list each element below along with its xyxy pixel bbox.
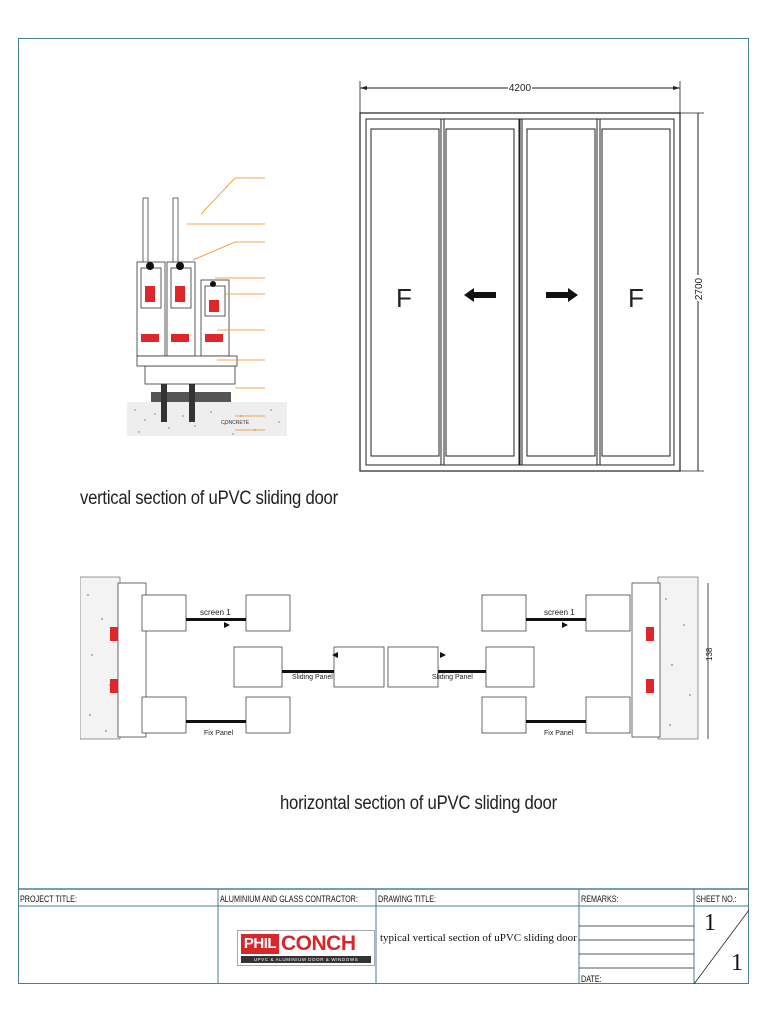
logo-phil: PHIL [241,934,279,954]
philconch-logo: PHIL CONCH UPVC & ALUMINIUM DOOR & WINDO… [237,930,377,968]
hs-label-1: screen 1 [200,608,231,617]
logo-conch: CONCH [281,932,356,955]
title-block: PROJECT TITLE: ALUMINIUM AND GLASS CONTR… [18,888,749,984]
horizontal-section-caption: horizontal section of uPVC sliding door [280,793,557,814]
panel-1 [365,118,445,466]
vertical-section-caption: vertical section of uPVC sliding door [80,488,338,509]
door-elevation: 4200 2700 F F [359,81,705,472]
hs-label-6: Fix Panel [544,730,574,737]
width-dimension: 4200 [509,83,532,94]
hs-label-4: Sliding Panel [432,674,473,681]
panel-4 [596,118,675,466]
hs-label-3: Fix Panel [204,730,234,737]
sheet-total: 1 [731,950,743,976]
horizontal-section-drawing: screen 1 Sliding Panel Fix Panel Sliding… [80,576,714,740]
contractor-label: ALUMINIUM AND GLASS CONTRACTOR: [220,894,358,904]
fixed-label-left: F [396,283,412,313]
hs-label-2: Sliding Panel [292,674,333,681]
panel-3 [521,118,601,466]
height-dimension: 2700 [694,277,705,300]
drawing-title-label: DRAWING TITLE: [378,894,437,904]
vertical-section-drawing: CONCRETE [127,177,287,436]
date-label: DATE: [581,974,602,984]
panel-2 [440,118,520,466]
concrete-label: CONCRETE [221,420,250,426]
horizontal-dim: 138 [705,647,714,661]
sheet-number: 1 [704,910,716,936]
sheet-no-label: SHEET NO.: [696,894,737,904]
hs-label-5: screen 1 [544,608,575,617]
arrow-right-icon [546,288,578,302]
arrow-left-icon [464,288,496,302]
fixed-label-right: F [628,283,644,313]
drawing-title: typical vertical section of uPVC sliding… [380,932,577,944]
remarks-label: REMARKS: [581,894,619,904]
logo-tagline: UPVC & ALUMINIUM DOOR & WINDOWS [241,956,371,963]
project-title-label: PROJECT TITLE: [20,894,77,904]
drawing-sheet [18,38,749,984]
